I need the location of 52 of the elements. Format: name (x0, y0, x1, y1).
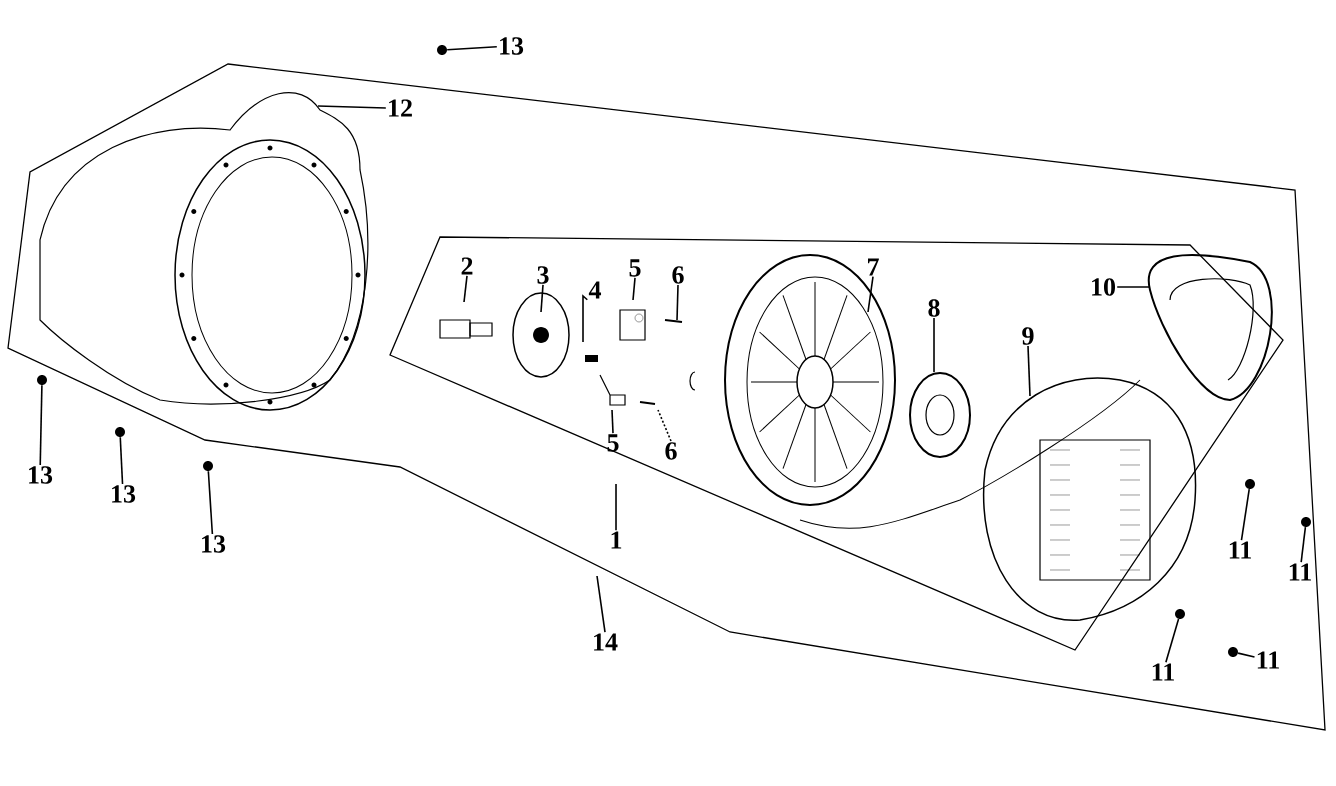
leader-line (540, 284, 544, 313)
leader-line (317, 105, 387, 109)
callout-number: 4 (588, 281, 601, 299)
callout-number: 6 (672, 266, 684, 284)
leader-line (933, 317, 935, 373)
leader-line (1300, 526, 1307, 563)
callout-number: 1 (611, 531, 622, 549)
callout-number: 12 (389, 99, 412, 117)
leader-line (615, 483, 617, 531)
callout-number: 2 (461, 257, 473, 275)
leader-line (1237, 652, 1256, 658)
screw (1175, 609, 1185, 619)
callout-number: 11 (1289, 563, 1311, 581)
screw (1228, 647, 1238, 657)
leader-line (867, 275, 874, 313)
screw (1301, 517, 1311, 527)
callout-number: 13 (500, 37, 524, 55)
leader-line (611, 409, 614, 434)
callout-number: 10 (1092, 278, 1115, 296)
callout-number: 14 (594, 633, 618, 651)
callout-number: 11 (1229, 541, 1251, 559)
callout-number: 5 (607, 434, 619, 452)
callout-number: 3 (537, 266, 549, 284)
callout-number: 5 (629, 259, 641, 277)
callout-number: 13 (29, 466, 53, 484)
callout-number: 13 (202, 535, 226, 553)
screw (115, 427, 125, 437)
leader-line (39, 384, 43, 466)
screw (437, 45, 447, 55)
leader-line (463, 275, 468, 303)
leader-line (1165, 618, 1180, 663)
leader-line (446, 46, 498, 51)
leader-line (1240, 488, 1251, 541)
leader-line (1116, 286, 1151, 288)
leader-line (119, 436, 124, 485)
screw (203, 461, 213, 471)
leader-line (596, 575, 606, 633)
leader-line (657, 409, 672, 442)
callout-number: 11 (1152, 663, 1174, 681)
callout-number: 11 (1257, 651, 1279, 669)
callout-number: 9 (1022, 327, 1034, 345)
screw (1245, 479, 1255, 489)
leader-line (1027, 345, 1031, 397)
callout-number: 7 (868, 258, 879, 276)
leader-line (676, 284, 679, 321)
leader-line (582, 294, 589, 343)
callout-number: 8 (928, 299, 940, 317)
callout-number: 6 (665, 442, 677, 460)
callout-number: 13 (112, 485, 136, 503)
screw (37, 375, 47, 385)
leader-line (207, 470, 214, 535)
leader-line (632, 277, 636, 301)
